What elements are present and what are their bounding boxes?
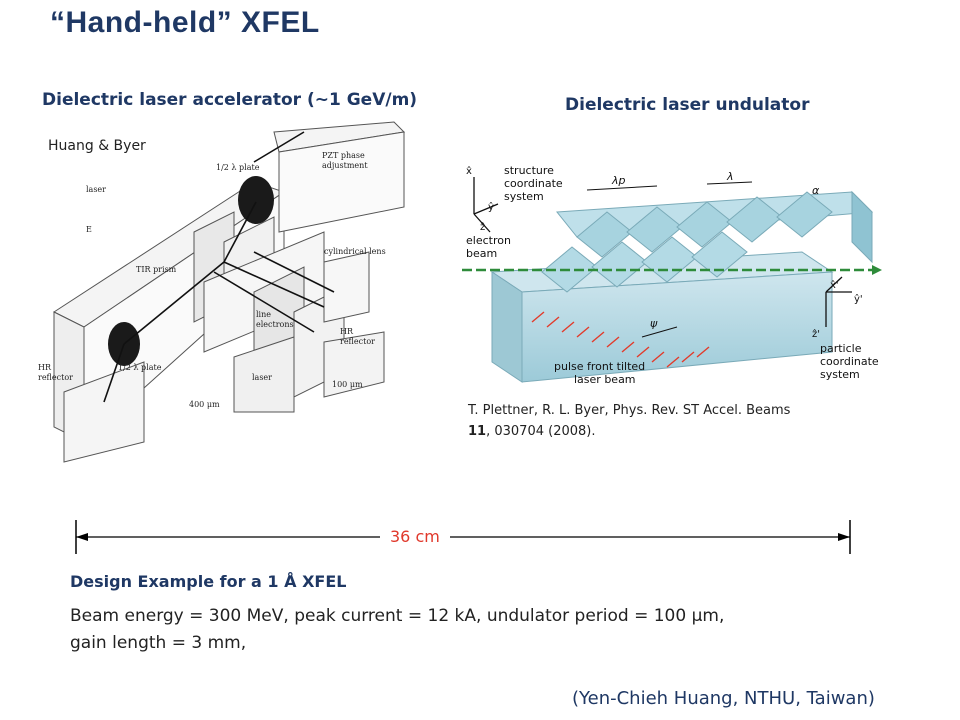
label-y-hat: ŷ: [488, 201, 494, 213]
label-e-field: E: [86, 225, 92, 234]
label-100um: 100 μm: [332, 380, 363, 389]
label-half-plate-top: 1/2 λ plate: [216, 163, 260, 172]
credit: (Yen-Chieh Huang, NTHU, Taiwan): [572, 688, 875, 709]
dimension-label: 36 cm: [380, 527, 450, 546]
label-system: system: [504, 190, 544, 203]
label-line: line: [256, 310, 271, 319]
label-pzt-2: adjustment: [322, 161, 368, 170]
label-hr-right-2: reflector: [340, 337, 375, 346]
citation-rest: , 030704 (2008).: [486, 424, 596, 439]
design-title: Design Example for a 1 Å XFEL: [70, 572, 347, 591]
label-lambda: λ: [726, 170, 734, 183]
undulator-diagram: structure coordinate system electron bea…: [462, 152, 888, 397]
label-hr-left: HR: [38, 363, 52, 372]
undulator-heading: Dielectric laser undulator: [565, 95, 810, 115]
label-z-hat: ẑ: [480, 221, 485, 233]
citation-volume: 11: [468, 424, 487, 439]
label-lambda-p: λp: [611, 174, 626, 187]
label-psi: ψ: [650, 317, 658, 330]
label-cylindrical-lens: cylindrical lens: [324, 247, 386, 256]
label-alpha: α: [812, 184, 820, 197]
half-wave-plate-top: [238, 176, 274, 224]
label-tir-prism: TIR prism: [136, 265, 177, 274]
label-coordinate: coordinate: [504, 177, 563, 190]
label-system-2: system: [820, 368, 860, 381]
label-x-prime: x̂': [830, 279, 839, 291]
label-pulse-front: pulse front tilted: [554, 360, 645, 373]
label-coordinate-2: coordinate: [820, 355, 879, 368]
design-body: Beam energy = 300 MeV, peak current = 12…: [70, 603, 890, 657]
label-400um: 400 μm: [189, 400, 220, 409]
accelerator-diagram: Huang & Byer 1/2 λ plate PZT ph: [24, 112, 426, 480]
label-half-plate-bottom: 1/2 λ plate: [118, 363, 162, 372]
label-laser-top: laser: [86, 185, 106, 194]
label-z-prime: ẑ': [812, 328, 820, 340]
page-title: “Hand-held” XFEL: [50, 6, 320, 39]
label-hr-left-2: reflector: [38, 373, 73, 382]
label-x-hat: x̂: [466, 165, 472, 177]
label-electron: electron: [466, 234, 511, 247]
dimension-line: [75, 520, 851, 554]
label-structure: structure: [504, 164, 554, 177]
label-laser-beam: laser beam: [574, 373, 636, 386]
design-line2: gain length = 3 mm,: [70, 633, 247, 653]
label-pzt: PZT phase: [322, 151, 365, 160]
undulator-citation: T. Plettner, R. L. Byer, Phys. Rev. ST A…: [468, 400, 838, 442]
citation-line1: T. Plettner, R. L. Byer, Phys. Rev. ST A…: [468, 403, 791, 418]
label-y-prime: ŷ': [854, 293, 863, 305]
label-hr-right: HR: [340, 327, 354, 336]
label-laser-bottom: laser: [252, 373, 272, 382]
label-beam: beam: [466, 247, 497, 260]
accelerator-authors: Huang & Byer: [48, 138, 146, 154]
accelerator-heading: Dielectric laser accelerator (~1 GeV/m): [42, 90, 418, 110]
label-line-electrons: electrons: [256, 320, 294, 329]
label-particle: particle: [820, 342, 862, 355]
design-line1: Beam energy = 300 MeV, peak current = 12…: [70, 606, 725, 626]
